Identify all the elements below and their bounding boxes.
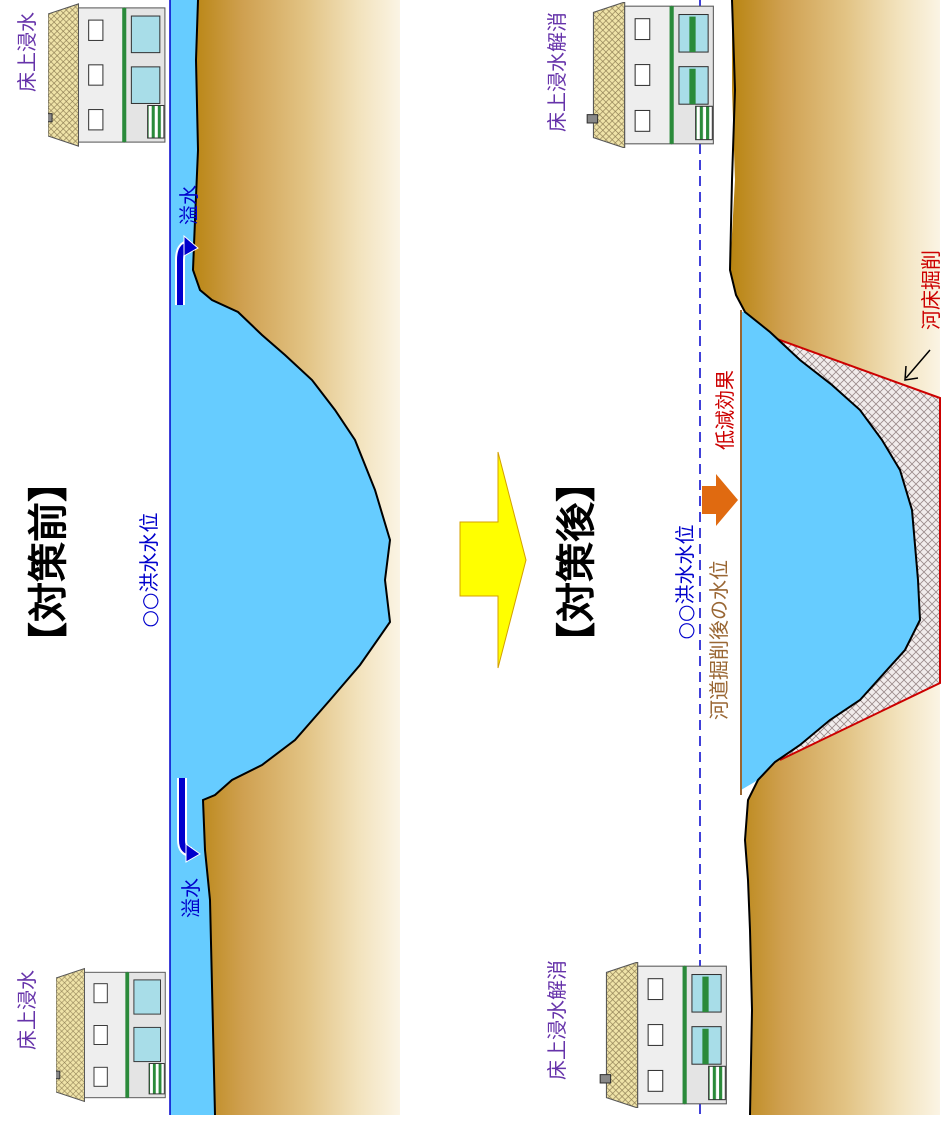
after-ground [730, 0, 940, 1115]
reduction-arrow-icon [702, 474, 738, 526]
before-house-bottom-icon [56, 967, 166, 1103]
leader-arrow-icon [904, 349, 931, 381]
before-overflow-label-left: 溢水 [179, 878, 203, 918]
after-flood-level-label: ○○洪水水位 [673, 525, 697, 640]
after-house-label-top: 床上浸水解消 [545, 12, 569, 132]
before-ground [190, 0, 400, 1115]
before-flood-level-label: ○○洪水水位 [137, 513, 161, 628]
before-house-label-bottom: 床上浸水 [15, 970, 39, 1050]
before-panel: 【対策前】 ○○洪水水位 溢水 溢水 床上浸水 床上浸水 [15, 0, 400, 1116]
after-excavation-outline [751, 329, 941, 761]
before-overflow-label-right: 溢水 [177, 185, 201, 225]
after-excavation-area [752, 330, 940, 760]
before-title: 【対策前】 [26, 462, 72, 662]
after-panel: 【対策後】 ○○洪水水位 河道掘削後の水位 低減効果 河床掘削 床上浸水解消 床… [545, 0, 943, 1116]
before-house-label-top: 床上浸水 [15, 12, 39, 92]
after-house-top-icon [586, 2, 714, 148]
after-excavation-label: 河床掘削 [919, 250, 943, 330]
before-water [170, 0, 390, 1115]
overflow-arrow-icon [175, 234, 199, 305]
transition-arrow-icon [459, 451, 527, 669]
before-ground-outline [191, 0, 392, 1116]
overflow-arrow-icon [177, 778, 201, 863]
after-ground-outline [728, 0, 922, 1116]
after-reduction-label: 低減効果 [713, 370, 737, 450]
after-house-bottom-icon [599, 962, 728, 1108]
before-house-top-icon [48, 3, 166, 147]
after-house-label-bottom: 床上浸水解消 [545, 960, 569, 1080]
after-post-excavation-label: 河道掘削後の水位 [707, 560, 731, 720]
after-title: 【対策後】 [554, 462, 600, 662]
